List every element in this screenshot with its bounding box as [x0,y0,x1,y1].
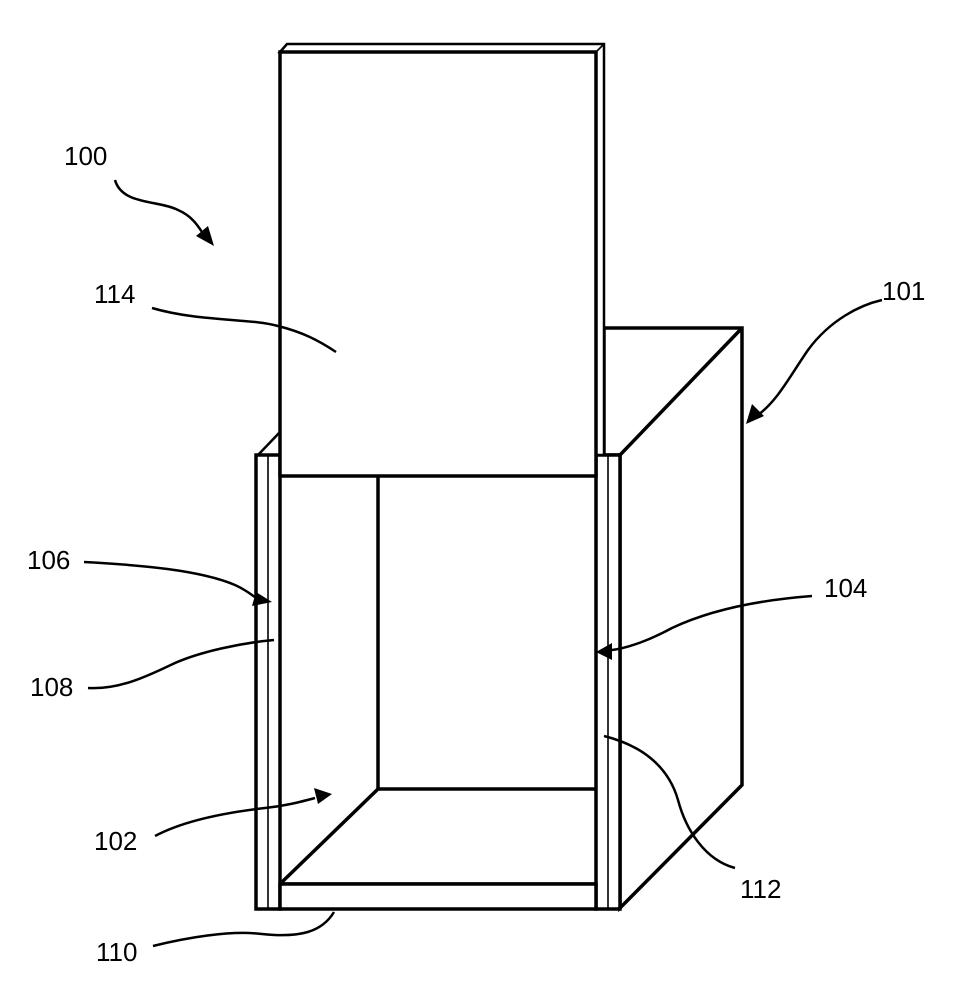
label-104: 104 [824,573,867,603]
label-114: 114 [94,279,135,309]
label-101: 101 [882,276,925,306]
label-108: 108 [30,672,73,702]
back-left-edge [258,432,280,455]
label-112: 112 [740,874,781,904]
label-110: 110 [96,937,137,967]
label-100: 100 [64,141,107,171]
label-102: 102 [94,826,137,856]
slide-door-panel [280,44,604,476]
label-106: 106 [27,545,70,575]
right-side-panel [604,328,742,908]
box-interior [280,476,596,886]
